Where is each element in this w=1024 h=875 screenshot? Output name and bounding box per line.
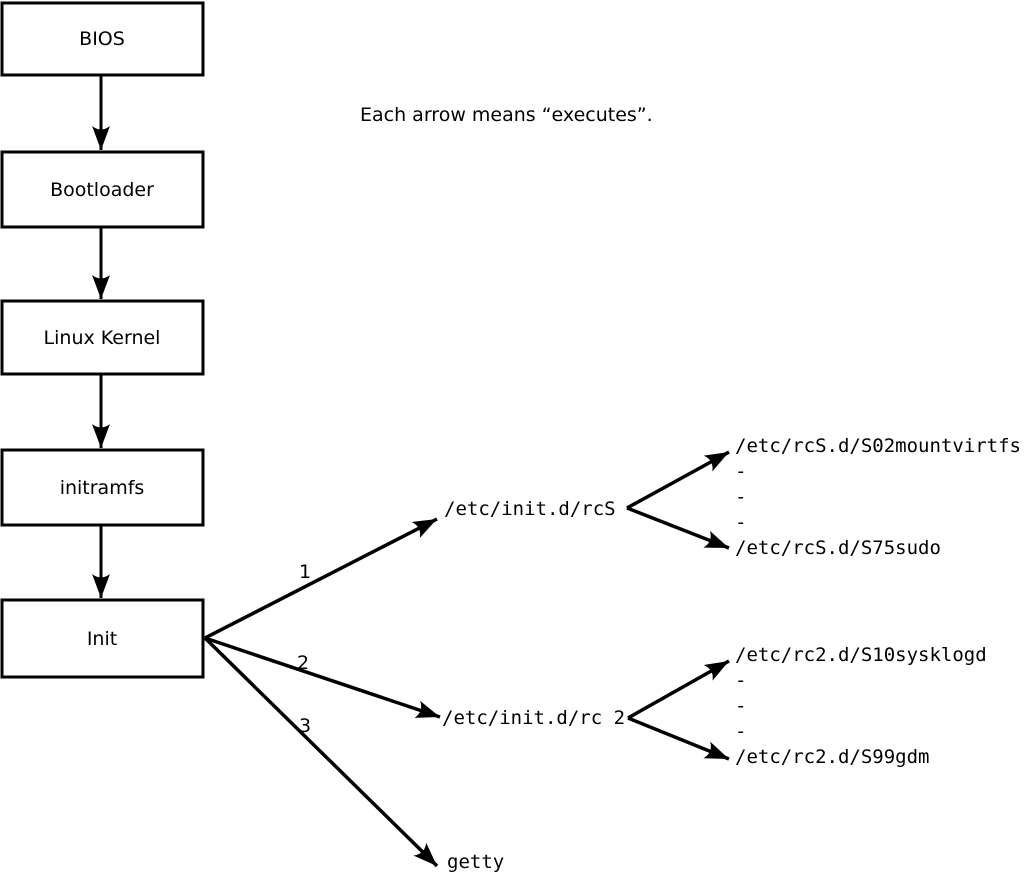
script-line: - xyxy=(735,486,746,508)
initramfs-box-label: initramfs xyxy=(60,477,145,499)
node-bootloader: Bootloader xyxy=(0,150,205,229)
script-line: /etc/rc2.d/S99gdm xyxy=(735,746,929,768)
script-line: - xyxy=(735,461,746,483)
init-box xyxy=(0,598,205,679)
rc2-script-label: /etc/init.d/rc 2 xyxy=(442,707,625,729)
arrow-number-3: 3 xyxy=(299,715,311,737)
initramfs-box xyxy=(0,448,205,527)
arrow-init-to-rc2 xyxy=(204,636,441,719)
script-line: - xyxy=(735,721,746,743)
bootloader-box xyxy=(0,150,205,229)
getty-label: getty xyxy=(447,851,504,873)
rc2-script-listing: /etc/rc2.d/S10sysklogd - - - /etc/rc2.d/… xyxy=(735,644,987,768)
init-box-label: Init xyxy=(87,628,117,650)
bios-box-label: BIOS xyxy=(79,28,125,50)
script-line: - xyxy=(735,512,746,534)
bootloader-box-label: Bootloader xyxy=(50,179,154,201)
rcs-script-listing: /etc/rcS.d/S02mountvirtfs - - - /etc/rcS… xyxy=(735,435,1021,559)
node-initramfs: initramfs xyxy=(0,448,205,527)
rcs-script-label: /etc/init.d/rcS xyxy=(444,498,616,520)
script-line: /etc/rcS.d/S75sudo xyxy=(735,537,941,559)
arrow-number-1: 1 xyxy=(299,561,311,583)
linux-kernel-box-label: Linux Kernel xyxy=(44,327,161,349)
arrow-number-2: 2 xyxy=(297,652,309,674)
arrow-rcs-to-last-script xyxy=(626,506,730,550)
node-init: Init xyxy=(0,598,205,679)
script-line: /etc/rc2.d/S10sysklogd xyxy=(735,644,987,666)
script-line: - xyxy=(735,695,746,717)
arrow-rcs-to-first-script xyxy=(626,450,730,510)
arrow-init-to-getty xyxy=(203,636,439,868)
node-linux-kernel: Linux Kernel xyxy=(0,299,205,376)
arrow-rc2-to-last-script xyxy=(627,716,730,761)
bios-box xyxy=(0,1,205,77)
node-bios: BIOS xyxy=(0,1,205,77)
script-line: - xyxy=(735,670,746,692)
arrow-init-to-rcs xyxy=(204,517,438,640)
note-text: Each arrow means “executes”. xyxy=(360,104,653,126)
script-line: /etc/rcS.d/S02mountvirtfs xyxy=(735,435,1021,457)
arrow-rc2-to-first-script xyxy=(627,659,730,720)
